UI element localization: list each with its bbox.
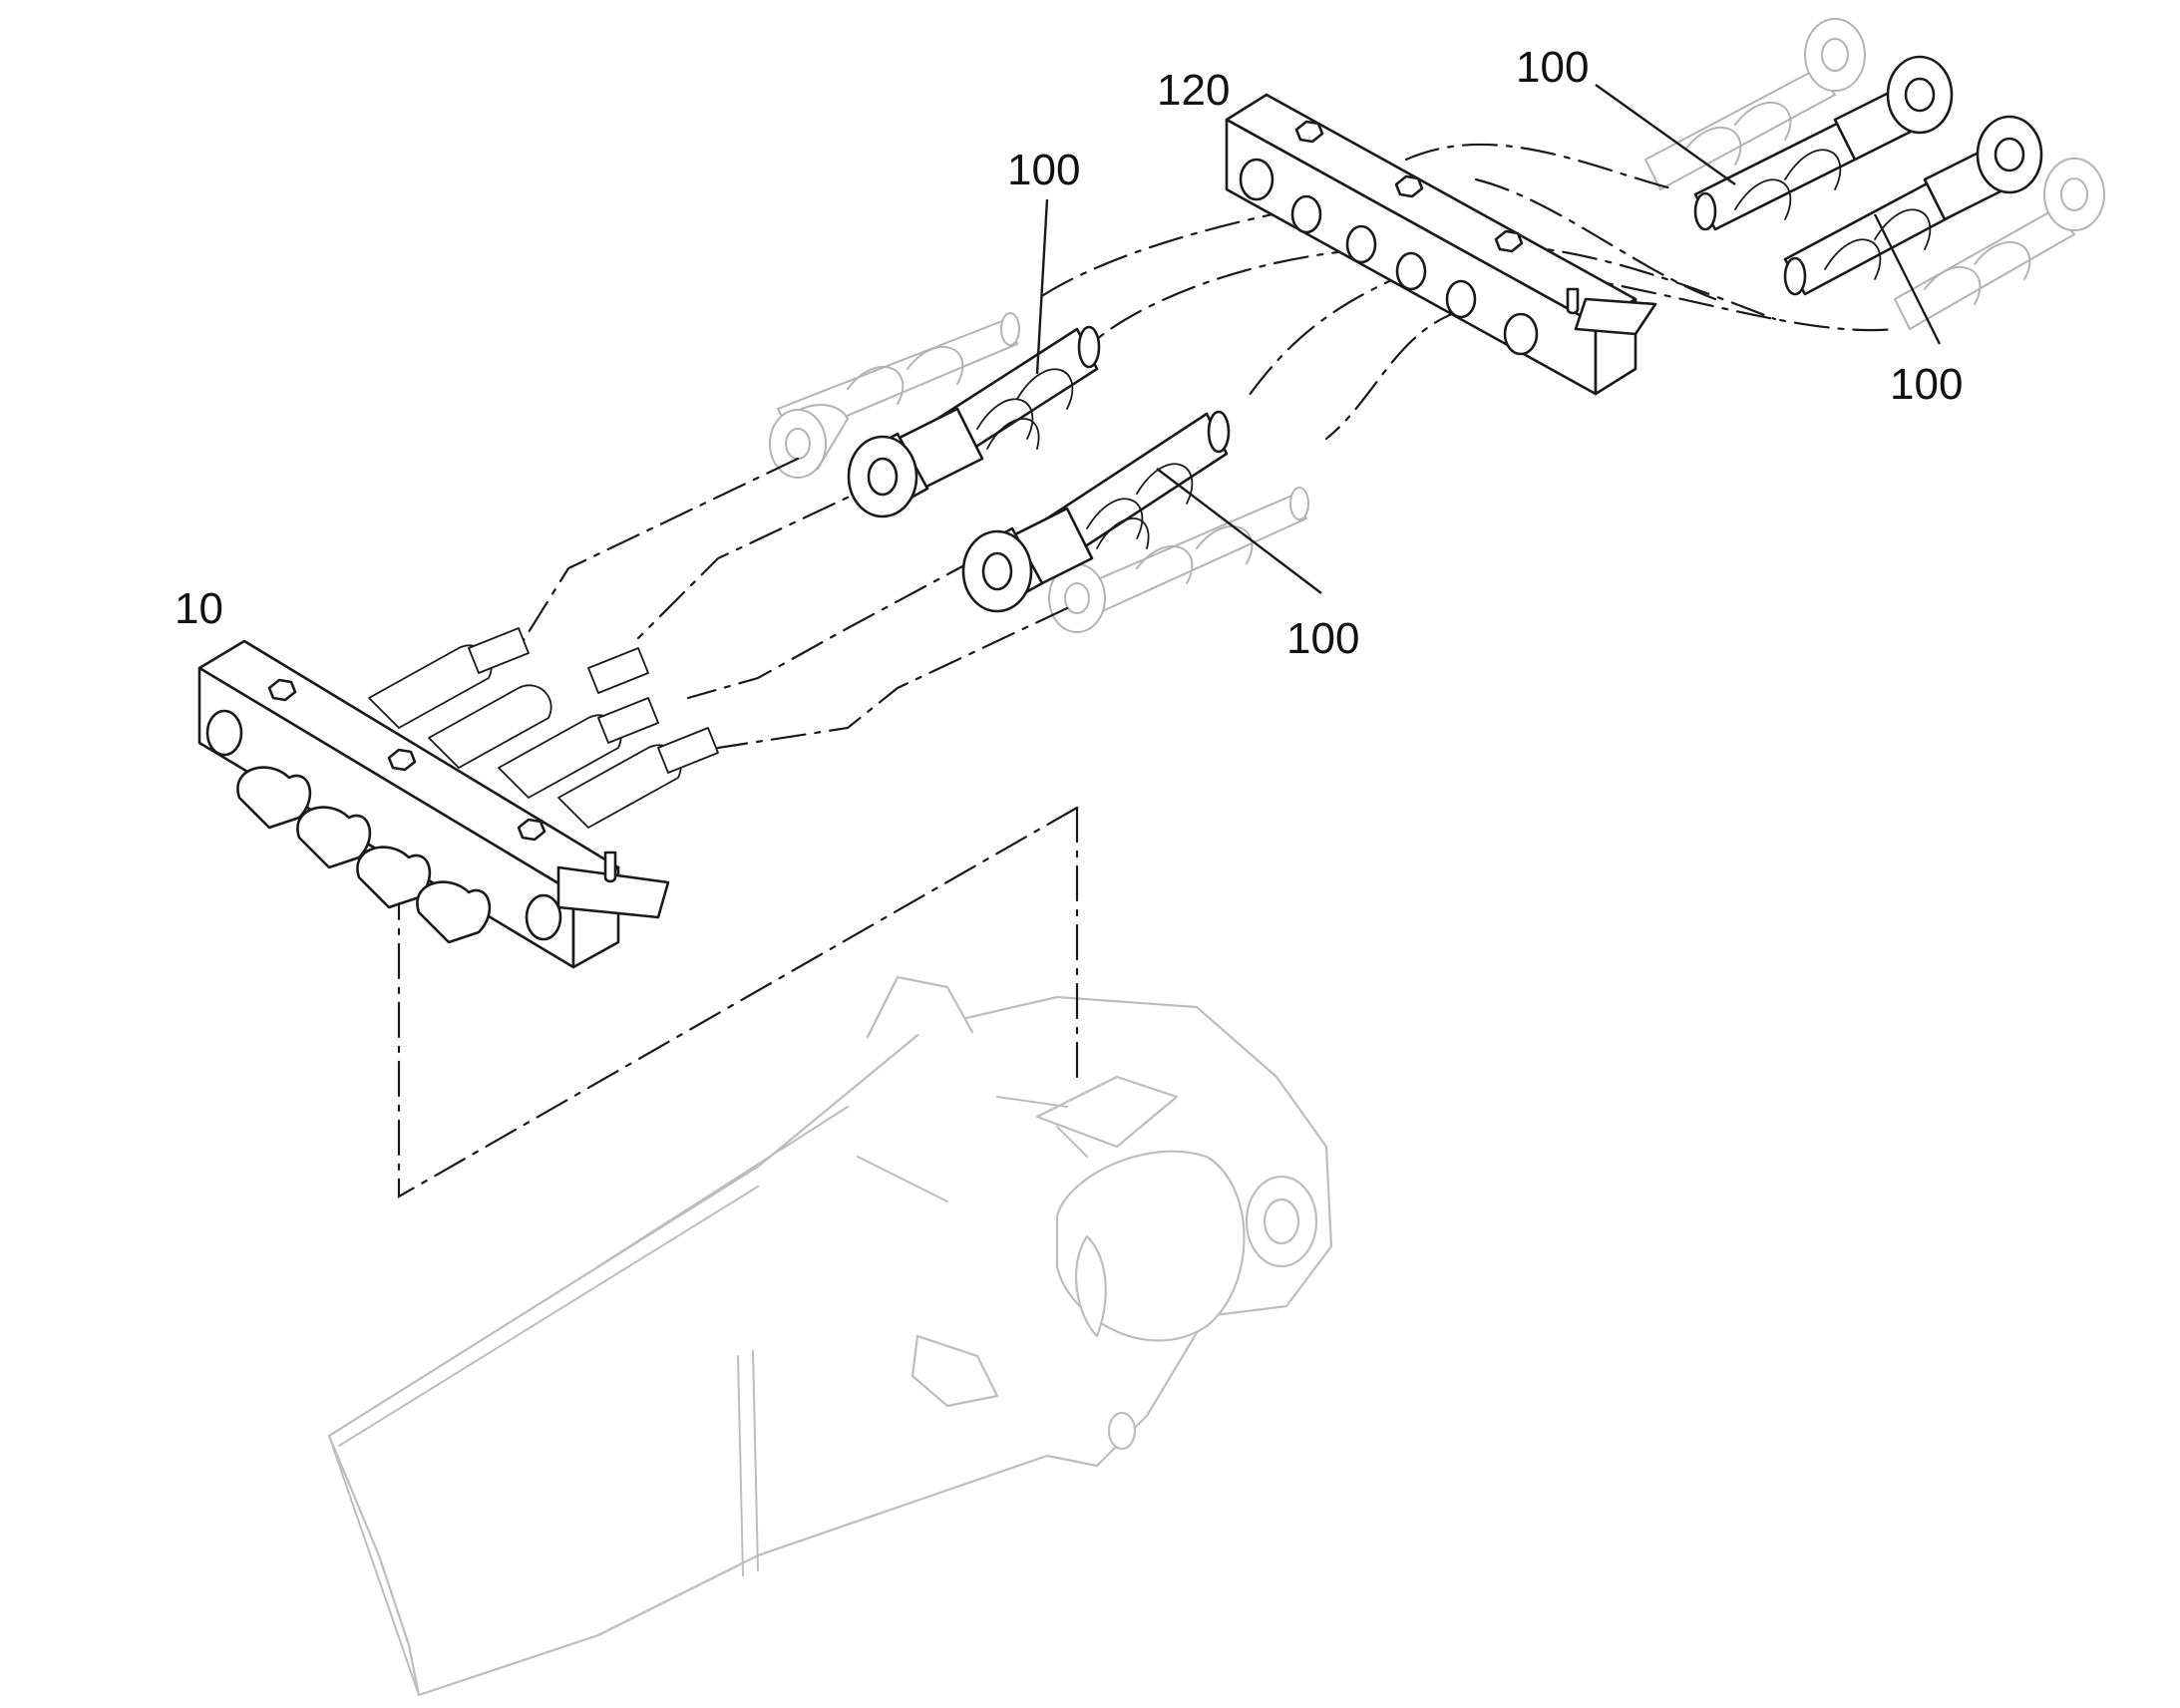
callout-100-center-lower: 100 xyxy=(1286,614,1359,663)
hose-assembly-right-lower xyxy=(1783,115,2043,296)
ghost-fitting-left-upper xyxy=(769,312,1020,479)
hose-assembly-right-upper xyxy=(1693,55,1954,231)
manifold-block-120 xyxy=(1225,93,1657,396)
manifold-block-10 xyxy=(197,627,719,969)
callout-100-right-upper: 100 xyxy=(1516,43,1589,92)
leader-lines xyxy=(1035,84,1942,594)
ghost-fitting-left-lower xyxy=(1048,487,1309,633)
ghost-fitting-right-lower xyxy=(1894,158,2105,330)
hose-assembly-center-lower xyxy=(961,410,1231,613)
callout-100-center-upper: 100 xyxy=(1007,146,1080,194)
boom-arm xyxy=(327,975,1333,1697)
hose-assembly-center-upper xyxy=(847,325,1101,518)
callout-120: 120 xyxy=(1157,66,1230,115)
callout-100-right-lower: 100 xyxy=(1890,360,1963,409)
ghost-fitting-right-upper xyxy=(1644,18,1866,190)
callout-10: 10 xyxy=(175,584,223,633)
